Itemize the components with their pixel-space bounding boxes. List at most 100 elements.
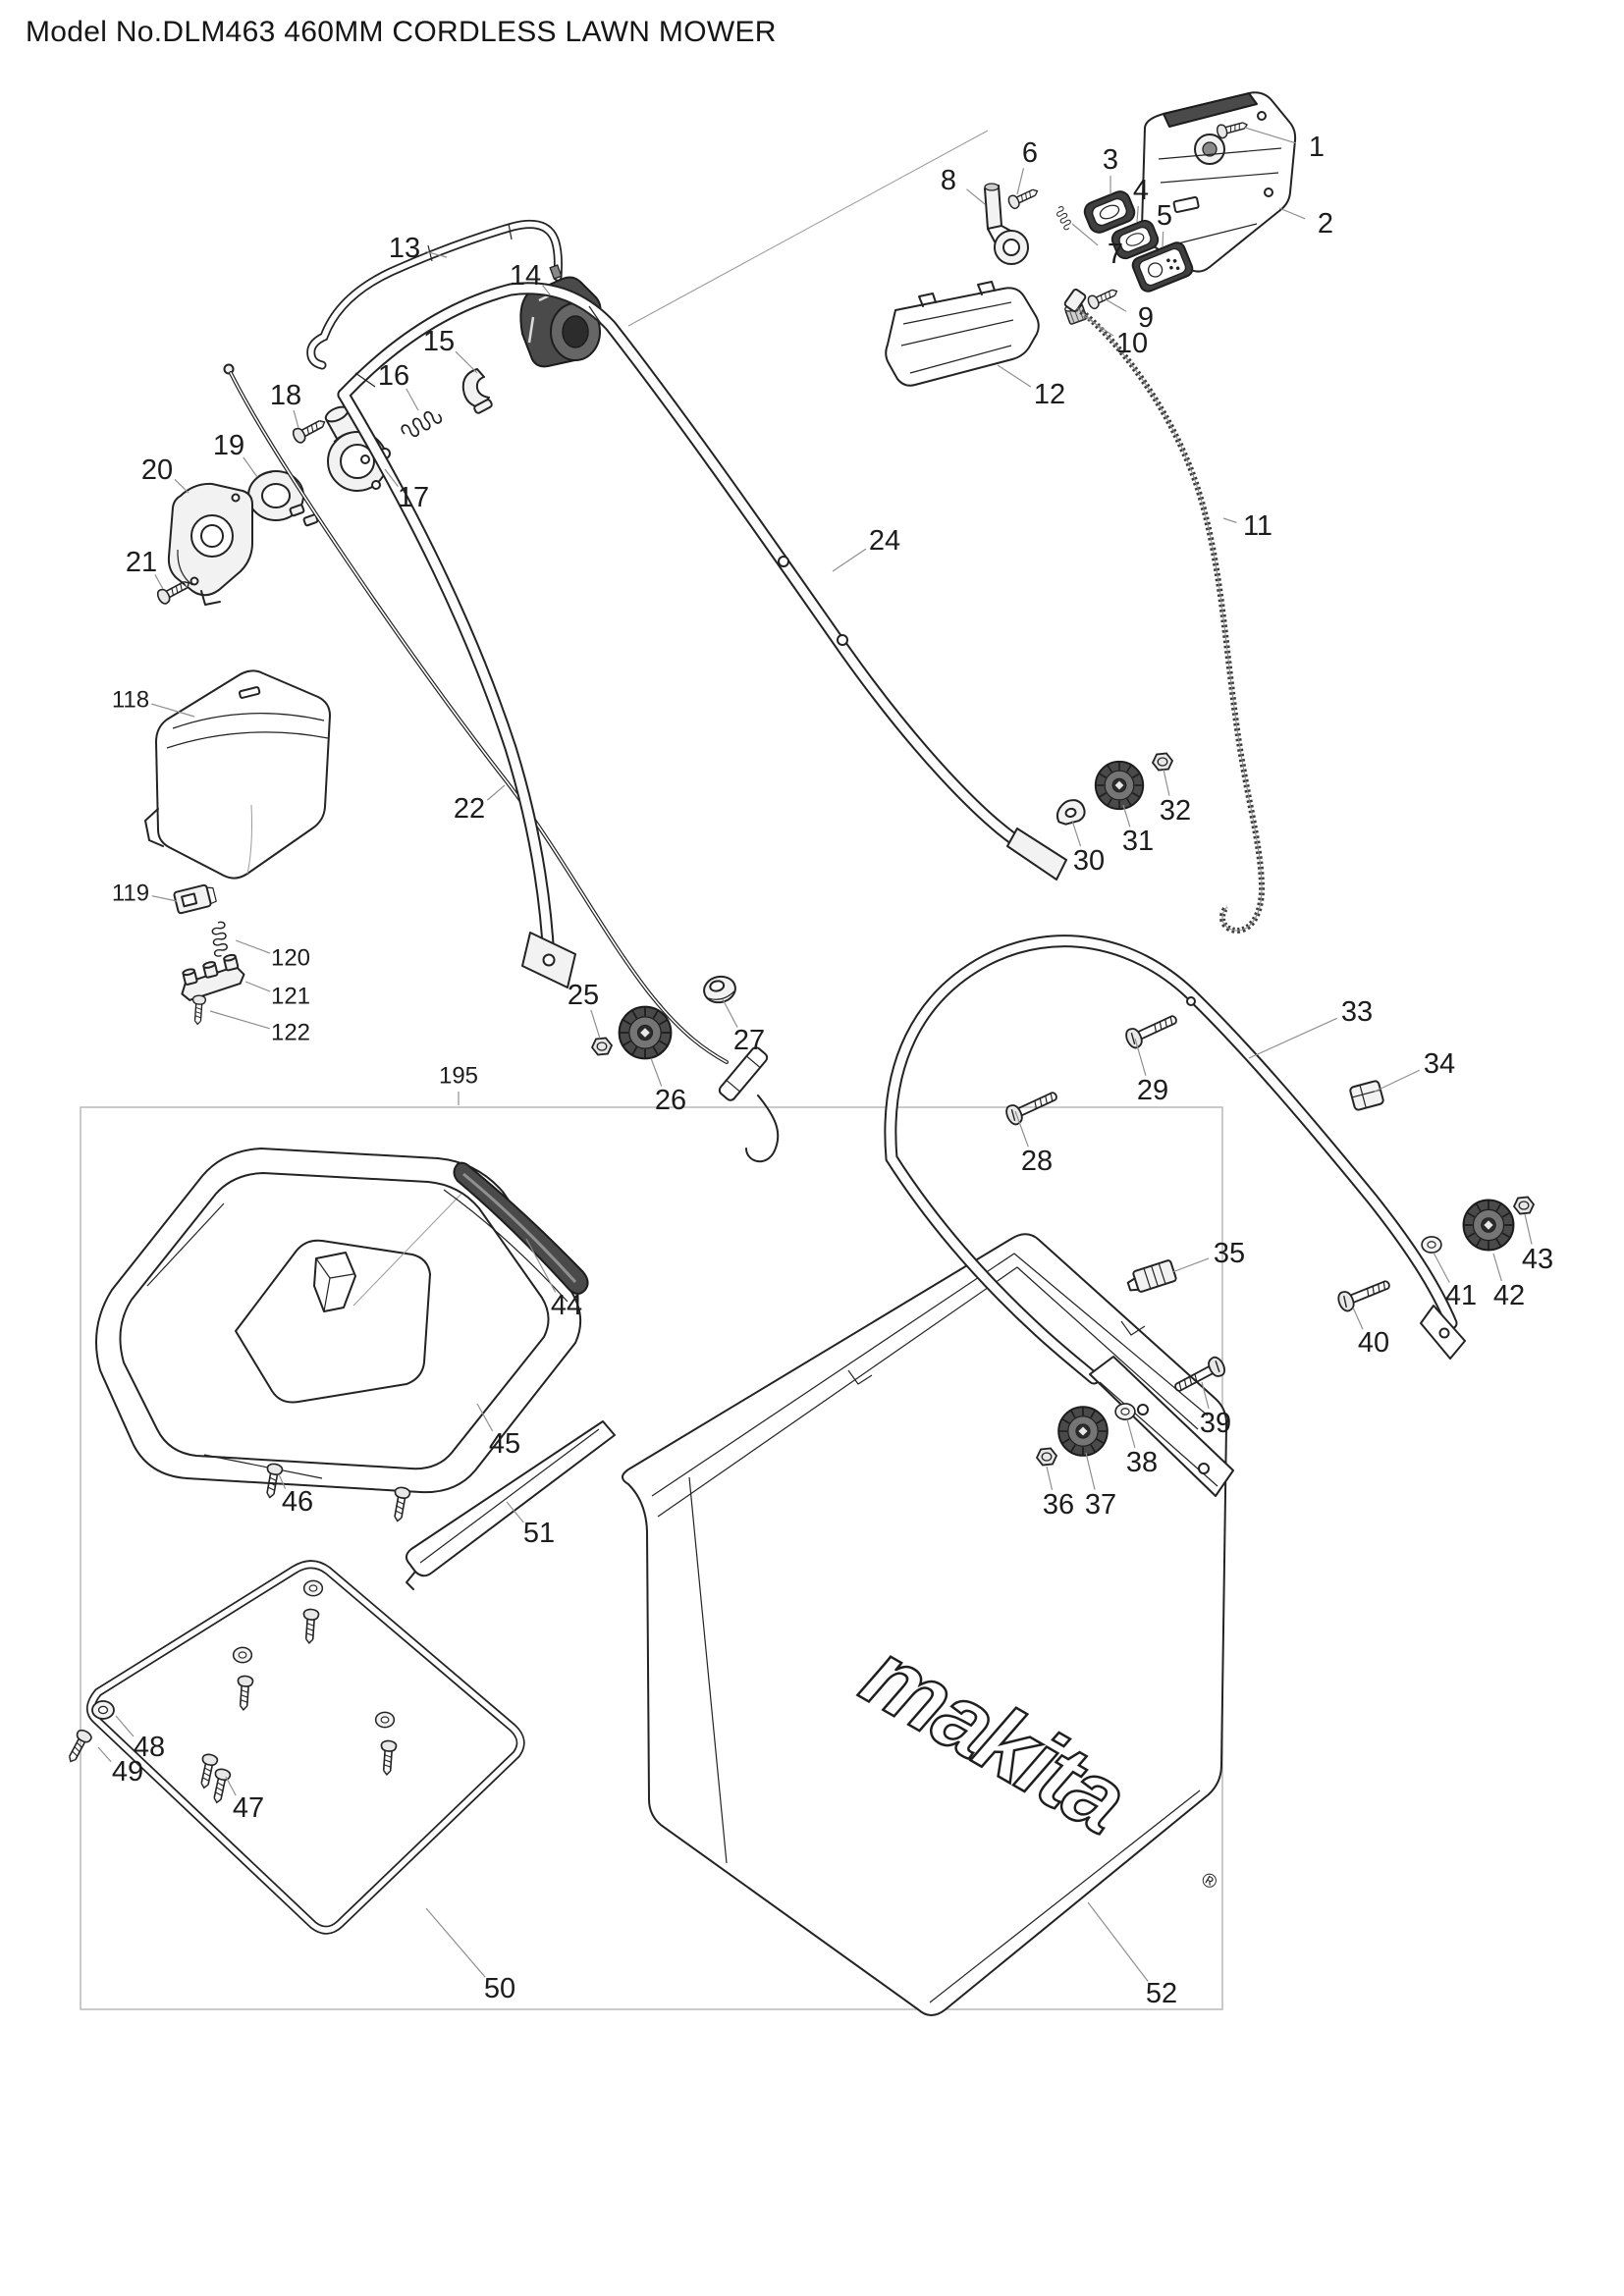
leader-line-17 bbox=[384, 468, 399, 488]
part-callout-35: 35 bbox=[1171, 1238, 1245, 1273]
part-label-47: 47 bbox=[233, 1792, 264, 1824]
part-50-bag-frame bbox=[86, 1560, 525, 1935]
part-label-119: 119 bbox=[112, 881, 149, 907]
part-label-35: 35 bbox=[1214, 1238, 1245, 1269]
leader-line-37 bbox=[1085, 1452, 1096, 1490]
part-label-121: 121 bbox=[271, 984, 310, 1010]
part-callout-29: 29 bbox=[1134, 1038, 1168, 1106]
part-6-screw bbox=[1005, 184, 1042, 211]
leader-line-21 bbox=[154, 574, 164, 590]
leader-line-30 bbox=[1071, 820, 1082, 847]
part-48-washer bbox=[91, 1700, 115, 1720]
part-label-52: 52 bbox=[1146, 1978, 1177, 2009]
part-label-36: 36 bbox=[1043, 1489, 1074, 1521]
part-13-bail-bar bbox=[306, 220, 563, 370]
part-label-28: 28 bbox=[1021, 1146, 1053, 1177]
part-callout-22: 22 bbox=[454, 784, 506, 825]
part-callout-9: 9 bbox=[1105, 298, 1154, 334]
leader-line-5 bbox=[1162, 231, 1164, 248]
part-callout-49: 49 bbox=[97, 1746, 143, 1788]
part-33-lower-handle bbox=[884, 934, 1466, 1497]
part-51-seal-rail bbox=[406, 1420, 616, 1590]
leader-line-13 bbox=[425, 250, 448, 258]
part-callout-31: 31 bbox=[1122, 804, 1154, 857]
part-38-washer bbox=[1114, 1403, 1136, 1420]
part-44-cover-handle bbox=[443, 1161, 589, 1303]
part-callout-52: 52 bbox=[1087, 1901, 1177, 2009]
leader-line-26 bbox=[650, 1057, 663, 1087]
part-callout-33: 33 bbox=[1248, 996, 1373, 1059]
part-label-6: 6 bbox=[1022, 137, 1038, 169]
part-label-41: 41 bbox=[1445, 1280, 1477, 1311]
part-121-latch-base bbox=[181, 953, 245, 1001]
makita-logo-registered-mark: ® bbox=[1198, 1868, 1221, 1895]
part-27-cam-washer bbox=[703, 975, 736, 1004]
part-37-clamp-knob bbox=[1057, 1406, 1109, 1457]
part-callout-39: 39 bbox=[1200, 1381, 1231, 1439]
part-label-118: 118 bbox=[112, 687, 149, 714]
leader-line-47 bbox=[225, 1776, 237, 1796]
part-47-screw bbox=[195, 1752, 220, 1790]
part-label-32: 32 bbox=[1160, 795, 1191, 827]
leader-line-11 bbox=[1222, 517, 1237, 524]
leader-line-39 bbox=[1201, 1381, 1210, 1409]
part-12-handle-cover bbox=[885, 281, 1040, 387]
part-callout-45: 45 bbox=[476, 1403, 520, 1460]
part-callout-47: 47 bbox=[225, 1776, 264, 1824]
part-label-29: 29 bbox=[1137, 1075, 1168, 1106]
part-label-26: 26 bbox=[655, 1085, 686, 1116]
part-15-clamp-half bbox=[461, 368, 493, 414]
part-label-45: 45 bbox=[489, 1428, 520, 1460]
leader-line-7 bbox=[1071, 223, 1099, 246]
part-35-cable-clip bbox=[1126, 1259, 1177, 1293]
leader-line-122 bbox=[209, 1010, 270, 1030]
leader-line-12 bbox=[997, 364, 1032, 388]
leader-line-18 bbox=[293, 409, 299, 429]
part-16-spring bbox=[399, 406, 444, 442]
leader-line-43 bbox=[1524, 1213, 1533, 1245]
part-label-16: 16 bbox=[378, 360, 409, 392]
part-25-nut bbox=[591, 1037, 613, 1056]
page-title: Model No.DLM463 460MM CORDLESS LAWN MOWE… bbox=[26, 16, 777, 48]
part-label-51: 51 bbox=[523, 1518, 555, 1549]
leader-line-52 bbox=[1087, 1901, 1149, 1982]
part-callout-121: 121 bbox=[244, 981, 310, 1010]
part-callout-50: 50 bbox=[425, 1907, 515, 2004]
part-callout-120: 120 bbox=[235, 939, 310, 972]
part-callout-43: 43 bbox=[1522, 1213, 1553, 1275]
part-callout-8: 8 bbox=[941, 165, 986, 205]
part-119-latch bbox=[173, 883, 217, 915]
part-label-19: 19 bbox=[213, 430, 244, 461]
leader-line-4 bbox=[1136, 205, 1139, 223]
part-callout-25: 25 bbox=[568, 980, 601, 1040]
part-callout-20: 20 bbox=[141, 454, 189, 494]
part-label-122: 122 bbox=[271, 1020, 310, 1046]
leader-line-16 bbox=[406, 388, 419, 411]
leader-line-2 bbox=[1278, 207, 1306, 220]
part-label-42: 42 bbox=[1493, 1280, 1525, 1311]
part-label-34: 34 bbox=[1424, 1048, 1455, 1080]
part-callout-7: 7 bbox=[1071, 223, 1123, 270]
leader-line-8 bbox=[966, 188, 986, 205]
leader-line-20 bbox=[174, 478, 189, 494]
part-label-44: 44 bbox=[551, 1290, 582, 1321]
part-label-10: 10 bbox=[1116, 328, 1148, 359]
part-label-11: 11 bbox=[1243, 510, 1272, 542]
frame-screw bbox=[235, 1675, 254, 1712]
part-42-clamp-knob bbox=[1462, 1199, 1515, 1252]
part-label-40: 40 bbox=[1358, 1327, 1389, 1359]
part-label-37: 37 bbox=[1085, 1489, 1116, 1521]
part-label-49: 49 bbox=[112, 1756, 143, 1788]
part-label-48: 48 bbox=[134, 1732, 165, 1763]
part-2-switch-housing bbox=[1141, 91, 1297, 273]
part-label-13: 13 bbox=[389, 233, 420, 264]
part-callout-30: 30 bbox=[1071, 820, 1105, 877]
part-callout-119: 119 bbox=[112, 881, 178, 907]
part-24-upper-handle bbox=[337, 282, 1067, 988]
part-callout-17: 17 bbox=[384, 468, 429, 513]
part-32-nut bbox=[1152, 752, 1173, 772]
part-callout-3: 3 bbox=[1103, 144, 1118, 194]
part-label-39: 39 bbox=[1200, 1408, 1231, 1439]
frame-washer bbox=[302, 1579, 324, 1597]
